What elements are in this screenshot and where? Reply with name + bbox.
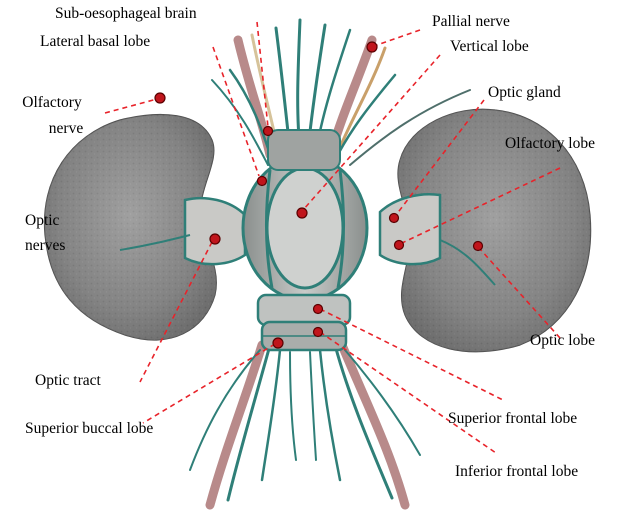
marker-sub-oesophageal-brain <box>264 127 273 136</box>
marker-vertical-lobe <box>297 208 307 218</box>
label-optic-nerves-line2: nerves <box>25 237 65 255</box>
marker-inferior-frontal-lobe <box>314 328 323 337</box>
label-superior-frontal-lobe: Superior frontal lobe <box>448 410 577 428</box>
label-pallial-nerve: Pallial nerve <box>432 13 510 31</box>
label-optic-nerves-line1: Optic <box>25 212 59 230</box>
label-optic-tract: Optic tract <box>35 372 101 390</box>
label-vertical-lobe: Vertical lobe <box>450 38 529 56</box>
marker-olfactory-lobe <box>395 241 404 250</box>
marker-optic-gland <box>390 214 399 223</box>
marker-superior-frontal-lobe <box>314 305 323 314</box>
marker-optic-nerves <box>210 234 220 244</box>
marker-optic-lobe <box>474 242 483 251</box>
central-brain-shape <box>243 130 367 350</box>
label-olfactory-nerve-line1: Olfactory <box>22 94 81 112</box>
label-olfactory-nerve-line2: nerve <box>49 120 83 138</box>
marker-lateral-basal-lobe <box>258 177 267 186</box>
marker-olfactory-nerve <box>155 93 165 103</box>
label-olfactory-lobe: Olfactory lobe <box>505 135 595 153</box>
label-optic-lobe: Optic lobe <box>530 332 595 350</box>
label-superior-buccal-lobe: Superior buccal lobe <box>25 420 153 438</box>
label-sub-oesophageal-brain: Sub-oesophageal brain <box>55 5 197 23</box>
lower-nerves <box>190 345 420 505</box>
marker-pallial-nerve <box>367 42 377 52</box>
marker-optic-tract <box>273 338 283 348</box>
label-lateral-basal-lobe: Lateral basal lobe <box>40 33 150 51</box>
label-optic-gland: Optic gland <box>488 84 561 102</box>
label-inferior-frontal-lobe: Inferior frontal lobe <box>455 463 578 481</box>
